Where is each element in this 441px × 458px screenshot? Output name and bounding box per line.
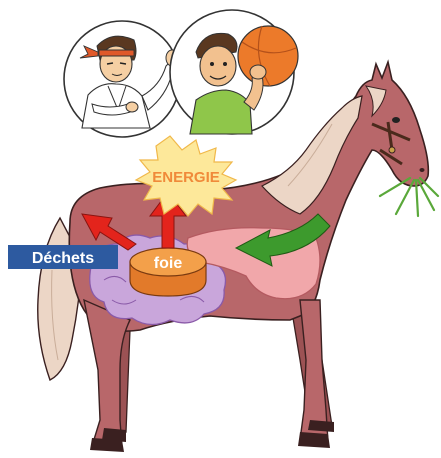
boy-with-ball-circle <box>170 10 298 134</box>
dechets-badge: Déchets <box>8 245 118 269</box>
energie-label: ENERGIE <box>152 169 220 186</box>
karate-person-circle <box>64 21 180 137</box>
foie-label: foie <box>154 255 183 272</box>
dechets-label: Déchets <box>32 250 94 267</box>
